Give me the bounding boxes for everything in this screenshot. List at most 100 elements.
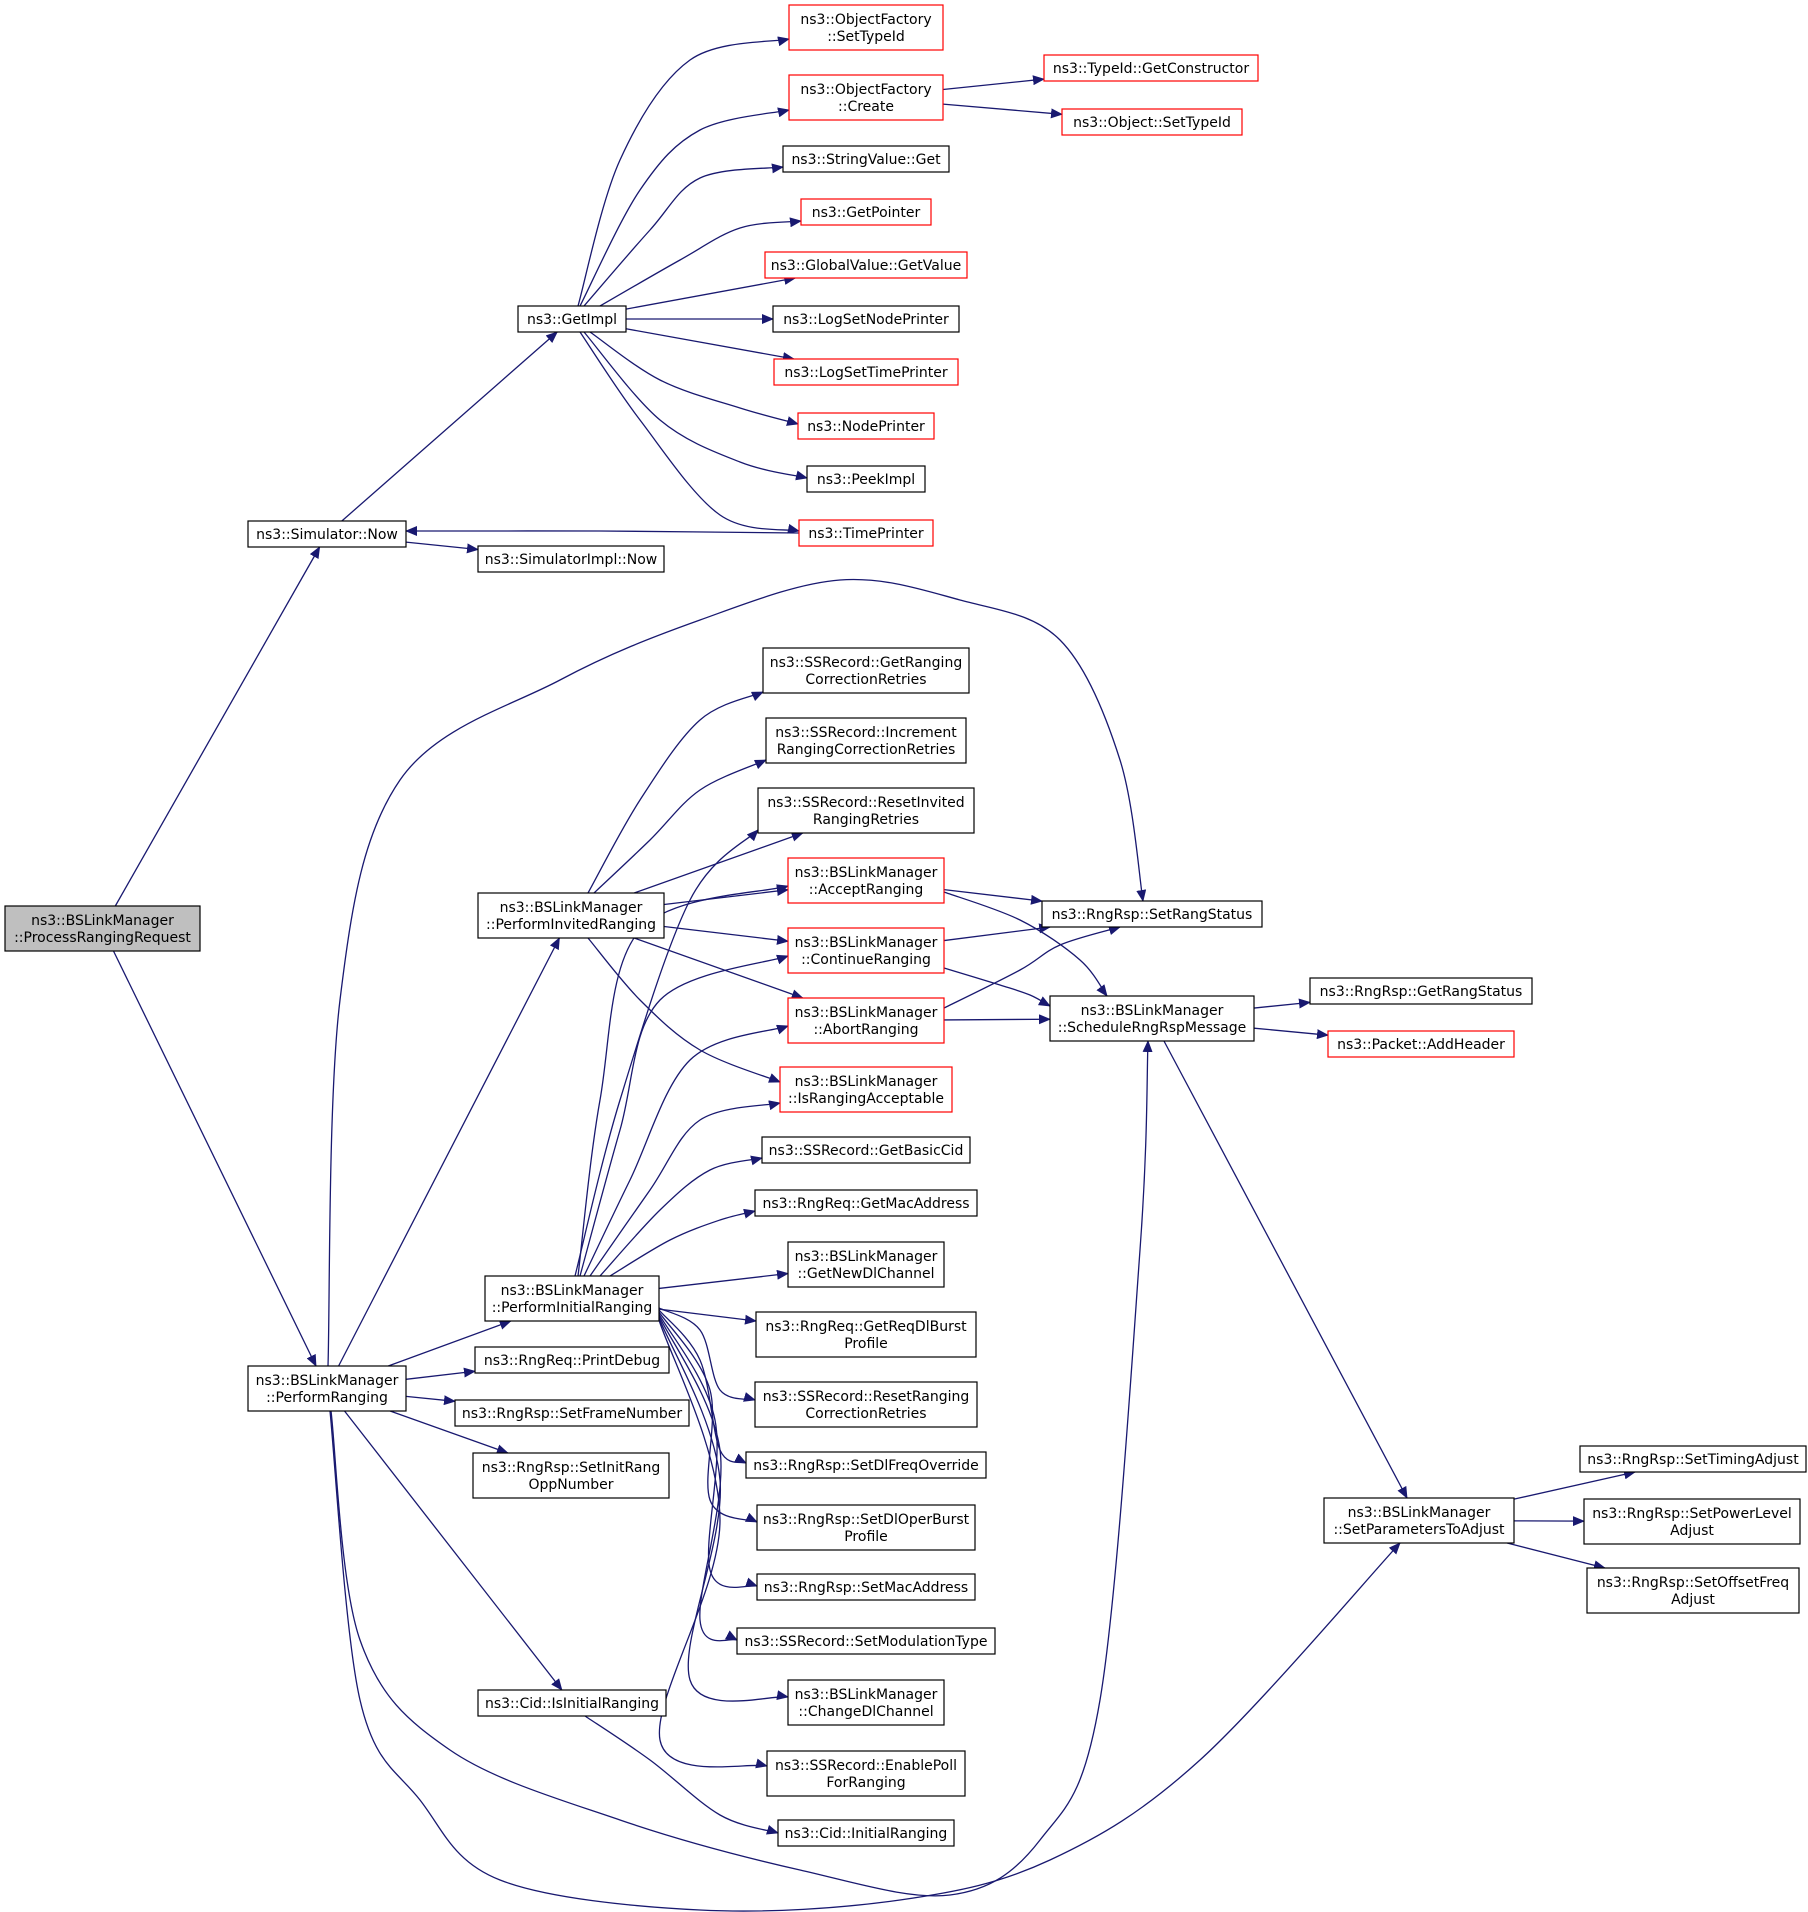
node-box bbox=[800, 198, 932, 226]
node-rng-req-get-mac-address[interactable]: ns3::RngReq::GetMacAddress bbox=[754, 1189, 978, 1217]
edge-get-impl-to-object-factory-create bbox=[579, 107, 790, 307]
node-log-set-time-printer[interactable]: ns3::LogSetTimePrinter bbox=[773, 358, 959, 386]
node-accept-ranging[interactable]: ns3::BSLinkManager::AcceptRanging bbox=[787, 857, 945, 904]
node-label-line: ForRanging bbox=[826, 1775, 905, 1791]
node-label-line: ns3::PeekImpl bbox=[817, 472, 915, 488]
edge-perform-invited-ranging-to-ssrecord-get-ranging-correction-retries bbox=[587, 691, 764, 894]
node-box bbox=[1041, 900, 1263, 928]
node-set-parameters-to-adjust[interactable]: ns3::BSLinkManager::SetParametersToAdjus… bbox=[1323, 1497, 1515, 1544]
node-global-value-get-value[interactable]: ns3::GlobalValue::GetValue bbox=[764, 251, 968, 279]
node-label-line: ns3::BSLinkManager bbox=[795, 1249, 938, 1265]
node-label-line: ns3::ObjectFactory bbox=[800, 12, 931, 28]
node-packet-add-header[interactable]: ns3::Packet::AddHeader bbox=[1327, 1030, 1515, 1058]
node-ssrecord-reset-invited-ranging-retries[interactable]: ns3::SSRecord::ResetInvitedRangingRetrie… bbox=[757, 787, 975, 834]
node-object-set-type-id[interactable]: ns3::Object::SetTypeId bbox=[1061, 108, 1243, 136]
node-label-line: ns3::BSLinkManager bbox=[795, 865, 938, 881]
node-node-printer[interactable]: ns3::NodePrinter bbox=[797, 412, 935, 440]
edge-perform-invited-ranging-to-ssrecord-reset-invited-ranging-retries bbox=[633, 831, 804, 894]
node-label-line: ns3::Simulator::Now bbox=[256, 527, 398, 543]
edge-continue-ranging-to-schedule-rng-rsp-message bbox=[943, 967, 1051, 1007]
edge-get-impl-to-global-value-get-value bbox=[625, 275, 797, 310]
edge-perform-initial-ranging-to-abort-ranging bbox=[583, 1024, 789, 1277]
node-simulator-impl-now[interactable]: ns3::SimulatorImpl::Now bbox=[477, 545, 665, 573]
node-box bbox=[477, 1689, 667, 1717]
edge-perform-initial-ranging-to-ssrecord-enable-poll-for-ranging bbox=[658, 1319, 768, 1769]
node-label-line: ::AbortRanging bbox=[813, 1022, 918, 1038]
node-perform-invited-ranging[interactable]: ns3::BSLinkManager::PerformInvitedRangin… bbox=[477, 892, 665, 939]
node-string-value-get[interactable]: ns3::StringValue::Get bbox=[782, 145, 950, 173]
node-ssrecord-reset-ranging-correction-retries[interactable]: ns3::SSRecord::ResetRangingCorrectionRet… bbox=[754, 1381, 978, 1428]
node-ssrecord-get-ranging-correction-retries[interactable]: ns3::SSRecord::GetRangingCorrectionRetri… bbox=[762, 647, 970, 694]
node-box bbox=[772, 305, 960, 333]
edge-object-factory-create-to-type-id-get-constructor bbox=[942, 75, 1045, 91]
node-box bbox=[755, 1311, 977, 1358]
node-box bbox=[754, 1189, 978, 1217]
node-simulator-now[interactable]: ns3::Simulator::Now bbox=[247, 520, 407, 548]
node-box bbox=[1049, 995, 1255, 1042]
node-object-factory-create[interactable]: ns3::ObjectFactory::Create bbox=[788, 74, 944, 121]
node-label-line: ns3::Packet::AddHeader bbox=[1337, 1037, 1505, 1053]
node-rng-req-print-debug[interactable]: ns3::RngReq::PrintDebug bbox=[474, 1346, 670, 1374]
edge-perform-initial-ranging-to-continue-ranging bbox=[579, 954, 789, 1277]
edge-perform-ranging-to-rng-rsp-set-frame-number bbox=[405, 1395, 456, 1406]
edge-simulator-now-to-get-impl bbox=[341, 331, 558, 522]
node-cid-initial-ranging[interactable]: ns3::Cid::InitialRanging bbox=[777, 1819, 955, 1847]
edge-cid-is-initial-ranging-to-cid-initial-ranging bbox=[584, 1715, 779, 1835]
node-label-line: ::ScheduleRngRspMessage bbox=[1058, 1020, 1247, 1036]
node-process-ranging-request[interactable]: ns3::BSLinkManager::ProcessRangingReques… bbox=[4, 905, 201, 952]
node-box bbox=[756, 1573, 976, 1601]
node-get-pointer[interactable]: ns3::GetPointer bbox=[800, 198, 932, 226]
node-label-line: ns3::BSLinkManager bbox=[501, 1283, 644, 1299]
node-box bbox=[787, 1679, 945, 1726]
node-box bbox=[773, 358, 959, 386]
edge-perform-initial-ranging-to-accept-ranging bbox=[577, 884, 789, 1277]
node-ssrecord-get-basic-cid[interactable]: ns3::SSRecord::GetBasicCid bbox=[761, 1136, 971, 1164]
node-box bbox=[477, 545, 665, 573]
edge-perform-ranging-to-perform-invited-ranging bbox=[338, 937, 560, 1367]
edge-get-impl-to-string-value-get bbox=[583, 163, 784, 307]
edge-get-impl-to-node-printer bbox=[589, 331, 799, 426]
edge-set-parameters-to-adjust-to-rng-rsp-set-timing-adjust bbox=[1513, 1469, 1637, 1500]
node-type-id-get-constructor[interactable]: ns3::TypeId::GetConstructor bbox=[1043, 54, 1259, 82]
node-box bbox=[806, 465, 926, 493]
node-ssrecord-set-modulation-type[interactable]: ns3::SSRecord::SetModulationType bbox=[736, 1627, 996, 1655]
node-ssrecord-increment-ranging-correction-retries[interactable]: ns3::SSRecord::IncrementRangingCorrectio… bbox=[765, 717, 967, 764]
node-abort-ranging[interactable]: ns3::BSLinkManager::AbortRanging bbox=[787, 997, 945, 1044]
node-is-ranging-acceptable[interactable]: ns3::BSLinkManager::IsRangingAcceptable bbox=[779, 1066, 953, 1113]
node-time-printer[interactable]: ns3::TimePrinter bbox=[798, 519, 934, 547]
node-cid-is-initial-ranging[interactable]: ns3::Cid::IsInitialRanging bbox=[477, 1689, 667, 1717]
node-label-line: CorrectionRetries bbox=[805, 1406, 926, 1422]
node-peek-impl[interactable]: ns3::PeekImpl bbox=[806, 465, 926, 493]
node-label-line: ns3::TypeId::GetConstructor bbox=[1053, 61, 1249, 77]
edge-accept-ranging-to-rng-rsp-set-rang-status bbox=[943, 888, 1043, 905]
node-rng-rsp-set-dl-freq-override[interactable]: ns3::RngRsp::SetDlFreqOverride bbox=[745, 1451, 987, 1479]
node-get-impl[interactable]: ns3::GetImpl bbox=[517, 305, 627, 333]
node-rng-rsp-set-mac-address[interactable]: ns3::RngRsp::SetMacAddress bbox=[756, 1573, 976, 1601]
edge-time-printer-to-simulator-now bbox=[405, 526, 800, 536]
node-get-new-dl-channel[interactable]: ns3::BSLinkManager::GetNewDlChannel bbox=[787, 1241, 945, 1288]
edge-simulator-now-to-simulator-impl-now bbox=[405, 541, 479, 554]
node-continue-ranging[interactable]: ns3::BSLinkManager::ContinueRanging bbox=[787, 927, 945, 974]
node-perform-ranging[interactable]: ns3::BSLinkManager::PerformRanging bbox=[247, 1365, 407, 1412]
node-rng-rsp-get-rang-status[interactable]: ns3::RngRsp::GetRangStatus bbox=[1309, 977, 1533, 1005]
node-change-dl-channel[interactable]: ns3::BSLinkManager::ChangeDlChannel bbox=[787, 1679, 945, 1726]
node-rng-rsp-set-rang-status[interactable]: ns3::RngRsp::SetRangStatus bbox=[1041, 900, 1263, 928]
node-box bbox=[779, 1066, 953, 1113]
node-object-factory-set-type-id[interactable]: ns3::ObjectFactory::SetTypeId bbox=[788, 4, 944, 51]
node-label-line: ns3::SimulatorImpl::Now bbox=[485, 552, 658, 568]
node-rng-rsp-set-frame-number[interactable]: ns3::RngRsp::SetFrameNumber bbox=[454, 1399, 690, 1427]
node-label-line: Adjust bbox=[1671, 1592, 1715, 1608]
node-perform-initial-ranging[interactable]: ns3::BSLinkManager::PerformInitialRangin… bbox=[484, 1275, 660, 1322]
node-log-set-node-printer[interactable]: ns3::LogSetNodePrinter bbox=[772, 305, 960, 333]
node-box bbox=[247, 1365, 407, 1412]
node-rng-rsp-set-timing-adjust[interactable]: ns3::RngRsp::SetTimingAdjust bbox=[1579, 1445, 1807, 1473]
node-box bbox=[517, 305, 627, 333]
node-schedule-rng-rsp-message[interactable]: ns3::BSLinkManager::ScheduleRngRspMessag… bbox=[1049, 995, 1255, 1042]
